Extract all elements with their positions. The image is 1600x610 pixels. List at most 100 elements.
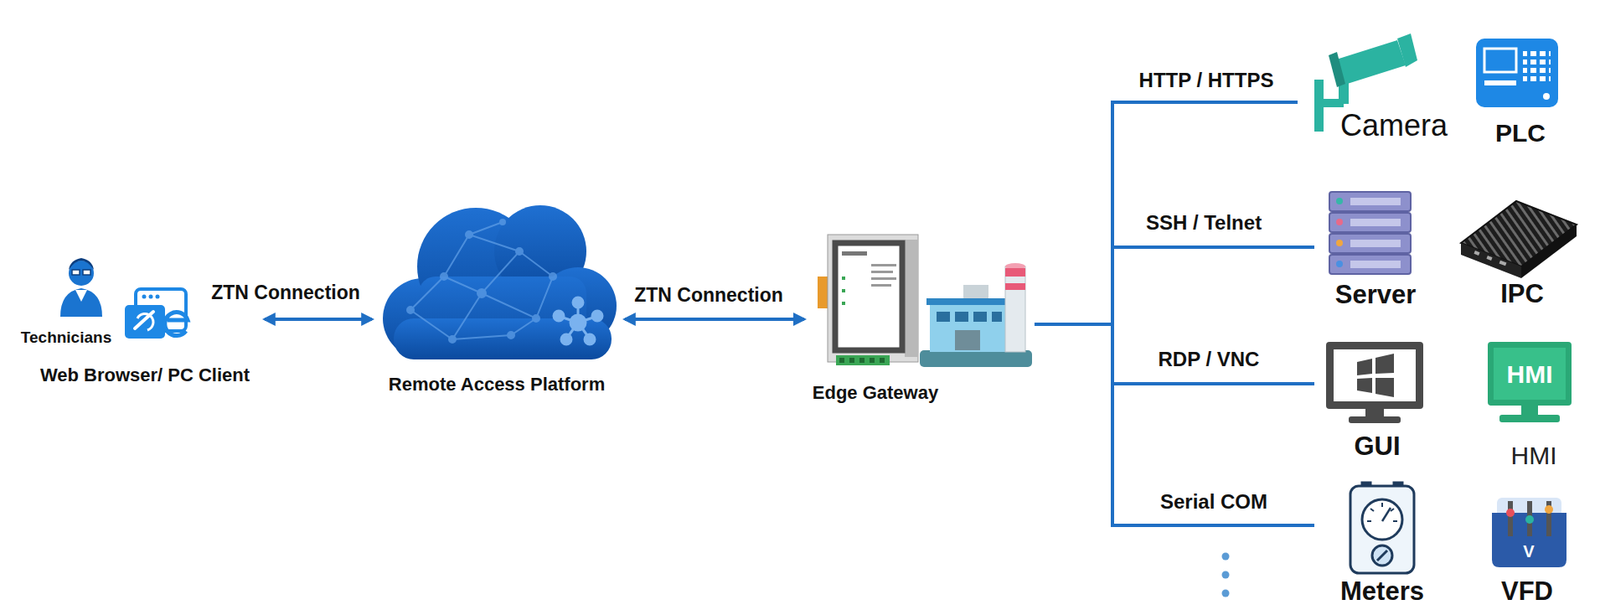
hmi-icon [1499,414,1560,423]
factory-icon [954,311,969,322]
cloud-network [507,331,515,339]
server-icon [1350,218,1401,227]
server-icon [1329,254,1411,274]
camera-icon [1328,51,1346,88]
continuation-dots [1222,571,1230,579]
plc-icon [1476,38,1559,108]
server-icon [1329,212,1411,233]
node-label: HMI [1507,360,1554,388]
cloud-network [407,219,557,343]
edge-label: Serial COM [1157,490,1270,513]
node-label: VFD [1501,577,1554,606]
gateway-device [841,301,846,305]
gui-monitor-icon [1357,377,1373,393]
factory-icon [936,311,950,322]
plc-device: PLC [1472,33,1575,151]
gui-monitor-icon [1375,353,1394,374]
client-group: TechniciansWeb Browser/ PC Client [16,251,260,398]
server-icon [1336,260,1343,268]
technician-icon [72,269,80,275]
hmi-device: HMIHMI [1474,335,1592,474]
hmi-icon [1487,341,1572,406]
meter-icon [1377,550,1388,561]
bus-line [1034,324,1315,526]
gateway-device [836,355,890,366]
continuation-dots [1222,589,1230,598]
hub-icon [553,297,603,345]
gateway-device [839,357,845,363]
gateway-device [841,251,868,256]
plc-icon [1484,48,1517,73]
edge-label: RDP / VNC [1156,348,1263,371]
gui-device: GUI [1316,335,1435,465]
cloud-platform: Remote Access Platform [376,201,620,403]
gateway-device [841,276,846,280]
factory-icon [929,301,1007,352]
gateway-device [871,283,892,287]
factory-icon [954,330,981,351]
gateway-device [817,234,919,366]
edge-gateway: Edge Gateway [809,230,1035,407]
ipc-icon [1521,224,1577,279]
cloud-network [500,219,506,225]
ipc-device: IPC [1457,188,1590,313]
node-label: GUI [1353,432,1400,461]
hmi-icon [1487,341,1572,423]
browser-icon [137,313,154,331]
gateway-device [871,270,893,274]
server-icon [1329,191,1411,212]
factory-icon [919,263,1033,367]
meter-icon [1350,482,1415,573]
meter-device: Meters [1316,479,1451,610]
edge-label: HTTP / HTTPS [1136,69,1277,92]
ipc-icon [1473,250,1480,256]
node-label: Server [1335,280,1417,310]
camera-icon [1397,33,1418,68]
cloud-network [410,221,553,340]
hmi-icon [1521,405,1539,416]
gateway-device [871,277,897,280]
camera-icon [1333,40,1406,86]
hmi-icon [1493,347,1566,400]
hub-icon [570,314,586,331]
edge-label: SSH / Telnet [1143,211,1265,234]
browser-icon [142,294,147,300]
vfd-icon [1491,512,1567,568]
browser-icon [124,289,188,339]
plc-icon [1522,48,1551,83]
node-label: Remote Access Platform [388,374,605,395]
cloud-network [440,273,448,280]
vfd-icon [1491,497,1567,568]
vfd-icon [1544,505,1554,514]
hub-icon [584,334,595,345]
meter-icon [1350,485,1415,573]
technician-icon [75,289,88,302]
node-label: IPC [1500,279,1544,309]
technician-icon [60,288,103,317]
gui-monitor-icon [1357,358,1373,376]
server-icon [1336,197,1343,205]
browser-icon [155,294,160,300]
cloud-network [516,247,523,255]
factory-icon [973,311,987,322]
cloud-network [549,273,557,280]
ztn-arrow [264,317,372,321]
node-label: Camera [1340,108,1448,143]
hub-icon [561,334,572,345]
cloud-network [407,306,414,314]
bus-line [1034,102,1298,325]
server-icon [1336,218,1343,226]
factory-icon [1005,266,1026,352]
browser-icon [165,312,188,336]
gateway-device [835,242,903,351]
factory-icon [1005,268,1026,277]
browser-icon [124,304,166,339]
edge-label: ZTN Connection [208,282,363,304]
ipc-icon [1486,255,1492,261]
server-icon [1350,197,1401,206]
cloud-network [477,289,486,298]
factory-icon [991,311,1002,322]
plc-icon [1543,92,1550,100]
factory-icon [1005,283,1026,290]
continuation-dots [1222,552,1230,598]
